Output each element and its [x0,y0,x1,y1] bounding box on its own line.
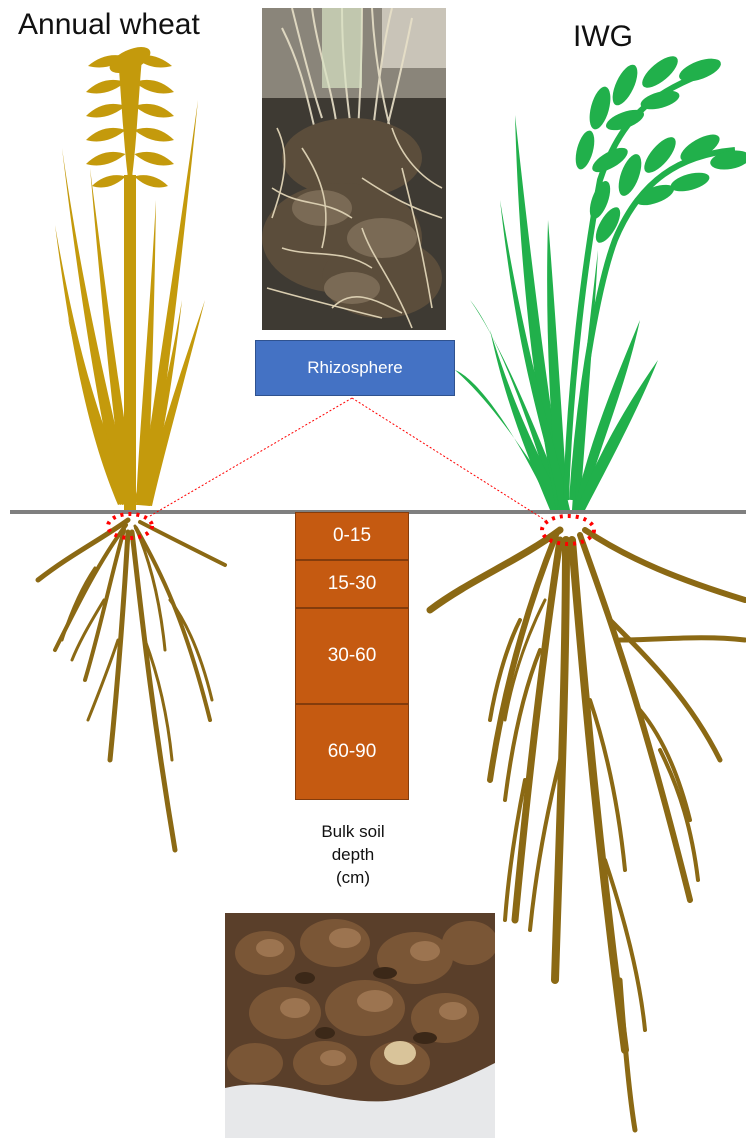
depth-label: 60-90 [328,741,377,763]
bulk-soil-depth-label: Bulk soil depth (cm) [290,820,416,889]
bulk-soil-line-3: (cm) [290,866,416,889]
connector-line-left [150,398,352,516]
annual-wheat-title: Annual wheat [18,8,200,42]
annual-wheat-ear [86,42,174,190]
depth-interval-3: 60-90 [295,704,409,800]
depth-label: 0-15 [333,525,371,547]
iwg-spikes [566,51,746,500]
depth-interval-2: 30-60 [295,608,409,704]
bulk-soil-line-1: Bulk soil [290,820,416,843]
annual-wheat-plant [38,42,225,850]
annual-wheat-roots [38,520,225,850]
bulk-soil-photo [225,913,495,1138]
bulk-soil-line-2: depth [290,843,416,866]
depth-label: 15-30 [328,573,377,595]
annual-wheat-stem [124,175,136,510]
rhizosphere-label-box: Rhizosphere [255,340,455,396]
rhizosphere-label: Rhizosphere [307,358,402,378]
iwg-title: IWG [573,20,633,54]
rhizosphere-photo [262,8,446,330]
depth-label: 30-60 [328,645,377,667]
depth-interval-1: 15-30 [295,560,409,608]
depth-interval-0: 0-15 [295,512,409,560]
